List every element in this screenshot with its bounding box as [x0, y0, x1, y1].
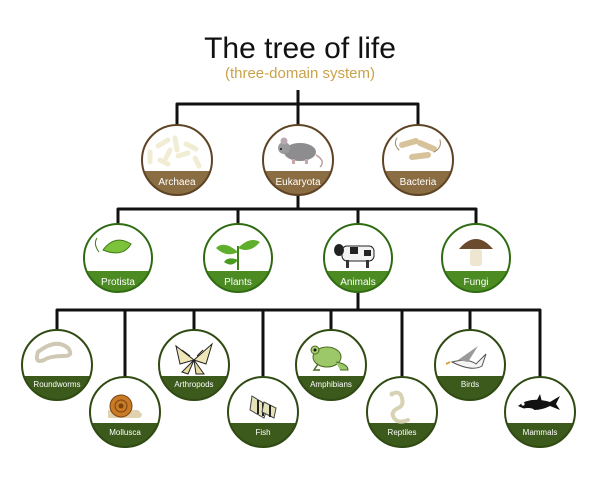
phylum-label: Amphibians [310, 380, 352, 389]
domain-node-archaea: Archaea [141, 124, 213, 196]
phylum-label: Mollusca [109, 428, 141, 437]
kingdom-label: Plants [224, 277, 252, 288]
kingdom-node-protista: Protista [83, 223, 153, 293]
snake-icon [389, 390, 410, 424]
phylum-node-amphibians: Amphibians [295, 329, 367, 401]
phylum-label: Birds [461, 380, 479, 389]
phylum-label: Arthropods [174, 380, 213, 389]
kingdom-label: Protista [101, 277, 135, 288]
snail-icon [108, 394, 142, 418]
mouse-icon [278, 137, 323, 168]
mushroom-icon [459, 239, 493, 266]
rod-bacteria-icon [147, 135, 202, 169]
domain-label: Archaea [158, 177, 196, 188]
kingdom-node-fungi: Fungi [441, 223, 511, 293]
phylum-label: Reptiles [388, 428, 417, 437]
phylum-node-arthropods: Arthropods [158, 329, 230, 401]
seedling-icon [216, 240, 260, 270]
kingdom-node-animals: Animals [323, 223, 393, 293]
phylum-node-mollusca: Mollusca [89, 376, 161, 448]
phylum-node-birds: Birds [434, 329, 506, 401]
phylum-label: Mammals [523, 428, 558, 437]
cow-icon [334, 244, 375, 268]
phylum-node-reptiles: Reptiles [366, 376, 438, 448]
fish-icon [249, 395, 277, 419]
bird-icon [445, 346, 487, 369]
domain-label: Eukaryota [275, 177, 320, 188]
bacteria-icon [394, 137, 441, 160]
connector-lines [55, 90, 542, 377]
phylum-node-fish: Fish [227, 376, 299, 448]
domain-label: Bacteria [400, 177, 437, 188]
butterfly-icon [175, 342, 213, 375]
page-subtitle: (three-domain system) [224, 65, 376, 82]
phylum-label: Fish [255, 428, 270, 437]
kingdom-node-plants: Plants [203, 223, 273, 293]
worm-icon [34, 341, 73, 363]
phylum-label: Roundworms [33, 380, 80, 389]
phylum-node-roundworms: Roundworms [21, 329, 93, 401]
domain-node-eukaryota: Eukaryota [262, 124, 334, 196]
phylum-node-mammals: Mammals [504, 376, 576, 448]
orca-icon [518, 394, 560, 412]
kingdom-label: Animals [340, 277, 376, 288]
frog-icon [310, 345, 349, 371]
domain-node-bacteria: Bacteria [382, 124, 454, 196]
kingdom-label: Fungi [463, 277, 488, 288]
protist-icon [94, 237, 132, 254]
page-title: The tree of life [204, 32, 396, 65]
